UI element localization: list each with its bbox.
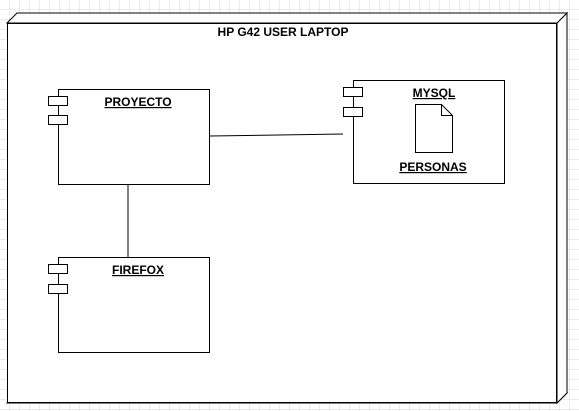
- artifact-personas[interactable]: PERSONAS: [399, 104, 467, 175]
- component-port-icon: [48, 264, 68, 274]
- component-port-icon: [343, 87, 363, 97]
- component-port-icon: [48, 284, 68, 294]
- connector-proyecto-mysql[interactable]: [209, 133, 344, 137]
- component-body: [58, 89, 210, 185]
- component-body: [58, 257, 210, 353]
- document-icon: [415, 104, 453, 153]
- node-title: HP G42 USER LAPTOP: [218, 25, 349, 39]
- component-port-icon: [48, 96, 68, 106]
- artifact-label-personas: PERSONAS: [399, 160, 466, 174]
- component-port-icon: [343, 107, 363, 117]
- component-proyecto[interactable]: PROYECTO: [48, 89, 210, 185]
- component-port-icon: [48, 115, 68, 125]
- document-fold-icon: [441, 104, 453, 116]
- node-top-face: [5, 12, 569, 24]
- component-label-firefox: FIREFOX: [112, 263, 164, 277]
- node-side-face: [556, 11, 568, 405]
- component-label-proyecto: PROYECTO: [104, 95, 171, 109]
- component-firefox[interactable]: FIREFOX: [48, 257, 210, 353]
- component-label-mysql: MYSQL: [413, 86, 456, 100]
